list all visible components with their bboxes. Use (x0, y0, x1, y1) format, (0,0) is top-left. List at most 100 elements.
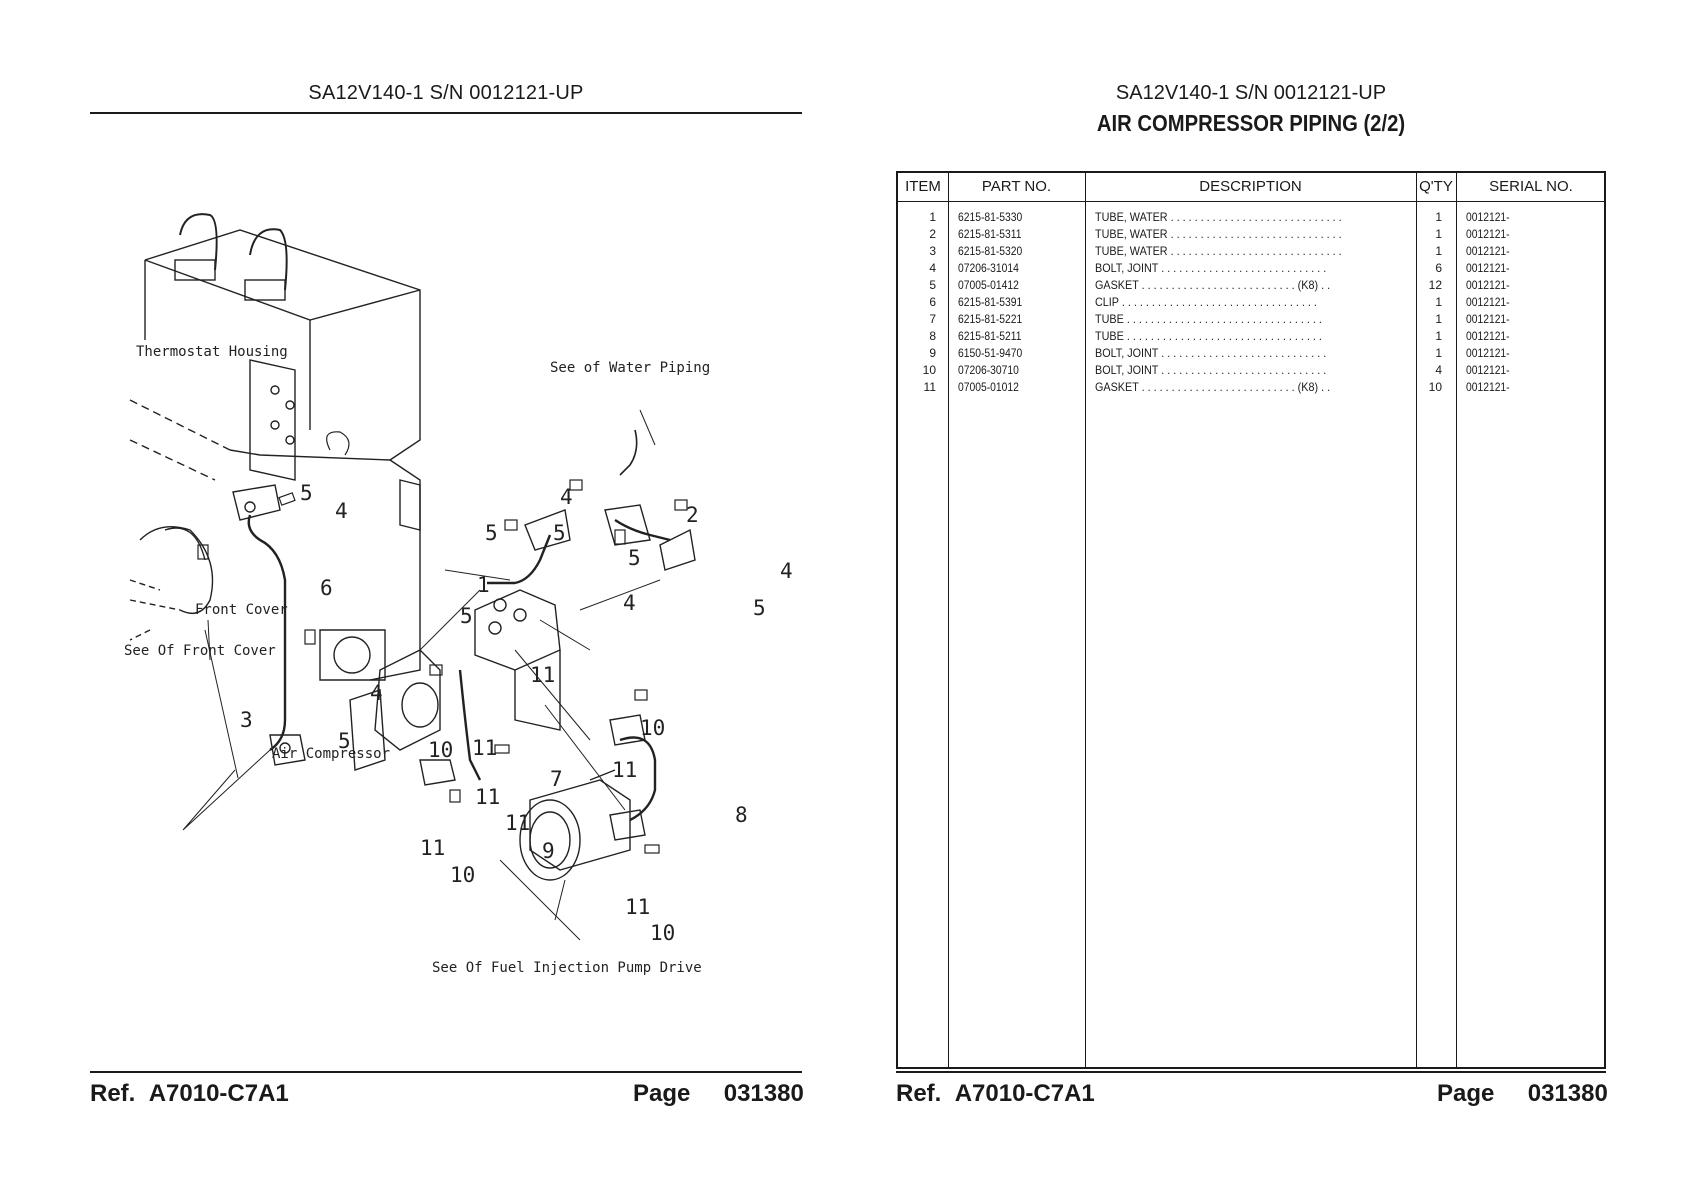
row-qty: 1 (1435, 312, 1442, 326)
row-desc-text: TUBE (1095, 312, 1124, 326)
row-description: TUBE, WATER . . . . . . . . . . . . . . … (1095, 243, 1380, 260)
row-desc-text: BOLT, JOINT (1095, 261, 1159, 275)
row-part-no: 07206-31014 (958, 261, 1019, 275)
bolt-symbols (197, 479, 688, 854)
row-part-no: 6215-81-5311 (958, 227, 1022, 241)
row-part-no: 6215-81-5221 (958, 312, 1023, 326)
callout-number: 5 (485, 521, 498, 545)
row-desc-leader: . . . . . . . . . . . . . . . . . . . . … (1126, 329, 1322, 343)
callout-number: 4 (780, 559, 793, 583)
row-part-no: 07005-01412 (958, 278, 1019, 292)
header-qty: Q'TY (1416, 173, 1456, 202)
callout-number: 1 (477, 573, 490, 597)
col-part-no (948, 173, 1086, 1067)
row-part-no: 6215-81-5211 (958, 329, 1022, 343)
row-serial-no: 0012121- (1466, 329, 1510, 343)
right-footer-ref: Ref. A7010-C7A1 (896, 1080, 1095, 1108)
row-desc-note: (K8) . . (1297, 380, 1331, 394)
piping-drawing (232, 429, 696, 841)
right-page-header: SA12V140-1 S/N 0012121-UP (1115, 82, 1387, 104)
row-desc-leader: . . . . . . . . . . . . . . . . . . . . … (1141, 380, 1295, 394)
col-qty (1416, 173, 1457, 1067)
label-front-cover: Front Cover (195, 602, 288, 618)
row-item: 7 (929, 312, 936, 326)
row-qty: 1 (1435, 227, 1442, 241)
row-desc-note: (K8) . . (1297, 278, 1331, 292)
row-description: TUBE, WATER . . . . . . . . . . . . . . … (1095, 226, 1380, 243)
page-label: Page (633, 1080, 691, 1107)
page-number: 031380 (723, 1080, 804, 1107)
callout-number: 10 (450, 863, 475, 887)
row-qty: 12 (1428, 278, 1442, 292)
row-description: TUBE, WATER . . . . . . . . . . . . . . … (1095, 209, 1380, 226)
callout-number: 5 (628, 546, 641, 570)
header-item: ITEM (898, 173, 948, 202)
left-header-rule (90, 112, 802, 114)
row-description: CLIP . . . . . . . . . . . . . . . . . .… (1095, 294, 1380, 311)
row-part-no: 6215-81-5320 (958, 244, 1023, 258)
row-serial-no: 0012121- (1466, 261, 1510, 275)
row-serial-no: 0012121- (1466, 244, 1510, 258)
callout-number: 9 (542, 839, 555, 863)
callout-number: 11 (420, 836, 445, 860)
callout-number: 3 (240, 708, 253, 732)
callout-number: 11 (472, 736, 497, 760)
row-desc-leader: . . . . . . . . . . . . . . . . . . . . … (1170, 244, 1342, 258)
row-part-no: 6150-51-9470 (958, 346, 1023, 360)
leader-lines (182, 409, 661, 941)
callout-number: 4 (370, 681, 383, 705)
col-description (1085, 173, 1417, 1067)
callout-number: 5 (338, 729, 351, 753)
row-part-no: 07206-30710 (958, 363, 1019, 377)
table-row: 1 6215-81-5330 TUBE, WATER . . . . . . . .… (898, 209, 1604, 226)
row-item: 9 (929, 346, 936, 360)
callout-number: 7 (550, 767, 563, 791)
page-label: Page (1437, 1080, 1495, 1107)
row-description: BOLT, JOINT . . . . . . . . . . . . . . … (1095, 362, 1380, 379)
right-footer-page: Page 031380 (1437, 1080, 1608, 1108)
row-qty: 1 (1435, 244, 1442, 258)
row-desc-text: TUBE (1095, 329, 1124, 343)
table-row: 10 07206-30710 BOLT, JOINT . . . . . . . .… (898, 362, 1604, 379)
row-item: 3 (929, 244, 936, 258)
row-qty: 1 (1435, 210, 1442, 224)
callout-number: 2 (686, 503, 699, 527)
row-desc-leader: . . . . . . . . . . . . . . . . . . . . … (1121, 295, 1317, 309)
row-part-no: 6215-81-5330 (958, 210, 1023, 224)
engine-block-drawing (129, 213, 421, 681)
row-serial-no: 0012121- (1466, 363, 1510, 377)
row-item: 4 (929, 261, 936, 275)
callout-number: 11 (505, 811, 530, 835)
left-footer-ref: Ref. A7010-C7A1 (90, 1080, 289, 1108)
label-see-front-cover: See Of Front Cover (124, 643, 276, 659)
table-row: 3 6215-81-5320 TUBE, WATER . . . . . . . .… (898, 243, 1604, 260)
row-serial-no: 0012121- (1466, 295, 1510, 309)
row-desc-leader: . . . . . . . . . . . . . . . . . . . . … (1170, 210, 1342, 224)
row-item: 10 (922, 363, 936, 377)
left-page-header: SA12V140-1 S/N 0012121-UP (308, 82, 584, 104)
left-footer-rule (90, 1071, 802, 1073)
left-footer-page: Page 031380 (633, 1080, 804, 1108)
callout-number: 4 (560, 485, 573, 509)
row-desc-text: TUBE, WATER (1095, 210, 1168, 224)
row-item: 6 (929, 295, 936, 309)
label-see-fuel-pump-drive: See Of Fuel Injection Pump Drive (432, 960, 702, 976)
ref-label: Ref. (90, 1080, 136, 1107)
callout-number: 11 (475, 785, 500, 809)
callout-number: 5 (553, 521, 566, 545)
row-desc-leader: . . . . . . . . . . . . . . . . . . . . … (1161, 346, 1327, 360)
ref-code: A7010-C7A1 (954, 1080, 1095, 1107)
callout-number: 8 (735, 803, 748, 827)
label-see-water-piping: See of Water Piping (550, 360, 710, 376)
row-description: BOLT, JOINT . . . . . . . . . . . . . . … (1095, 345, 1380, 362)
row-item: 5 (929, 278, 936, 292)
row-desc-leader: . . . . . . . . . . . . . . . . . . . . … (1161, 363, 1327, 377)
page-number: 031380 (1527, 1080, 1608, 1107)
row-desc-text: BOLT, JOINT (1095, 363, 1159, 377)
callout-number: 4 (623, 591, 636, 615)
row-serial-no: 0012121- (1466, 278, 1510, 292)
ref-code: A7010-C7A1 (148, 1080, 289, 1107)
